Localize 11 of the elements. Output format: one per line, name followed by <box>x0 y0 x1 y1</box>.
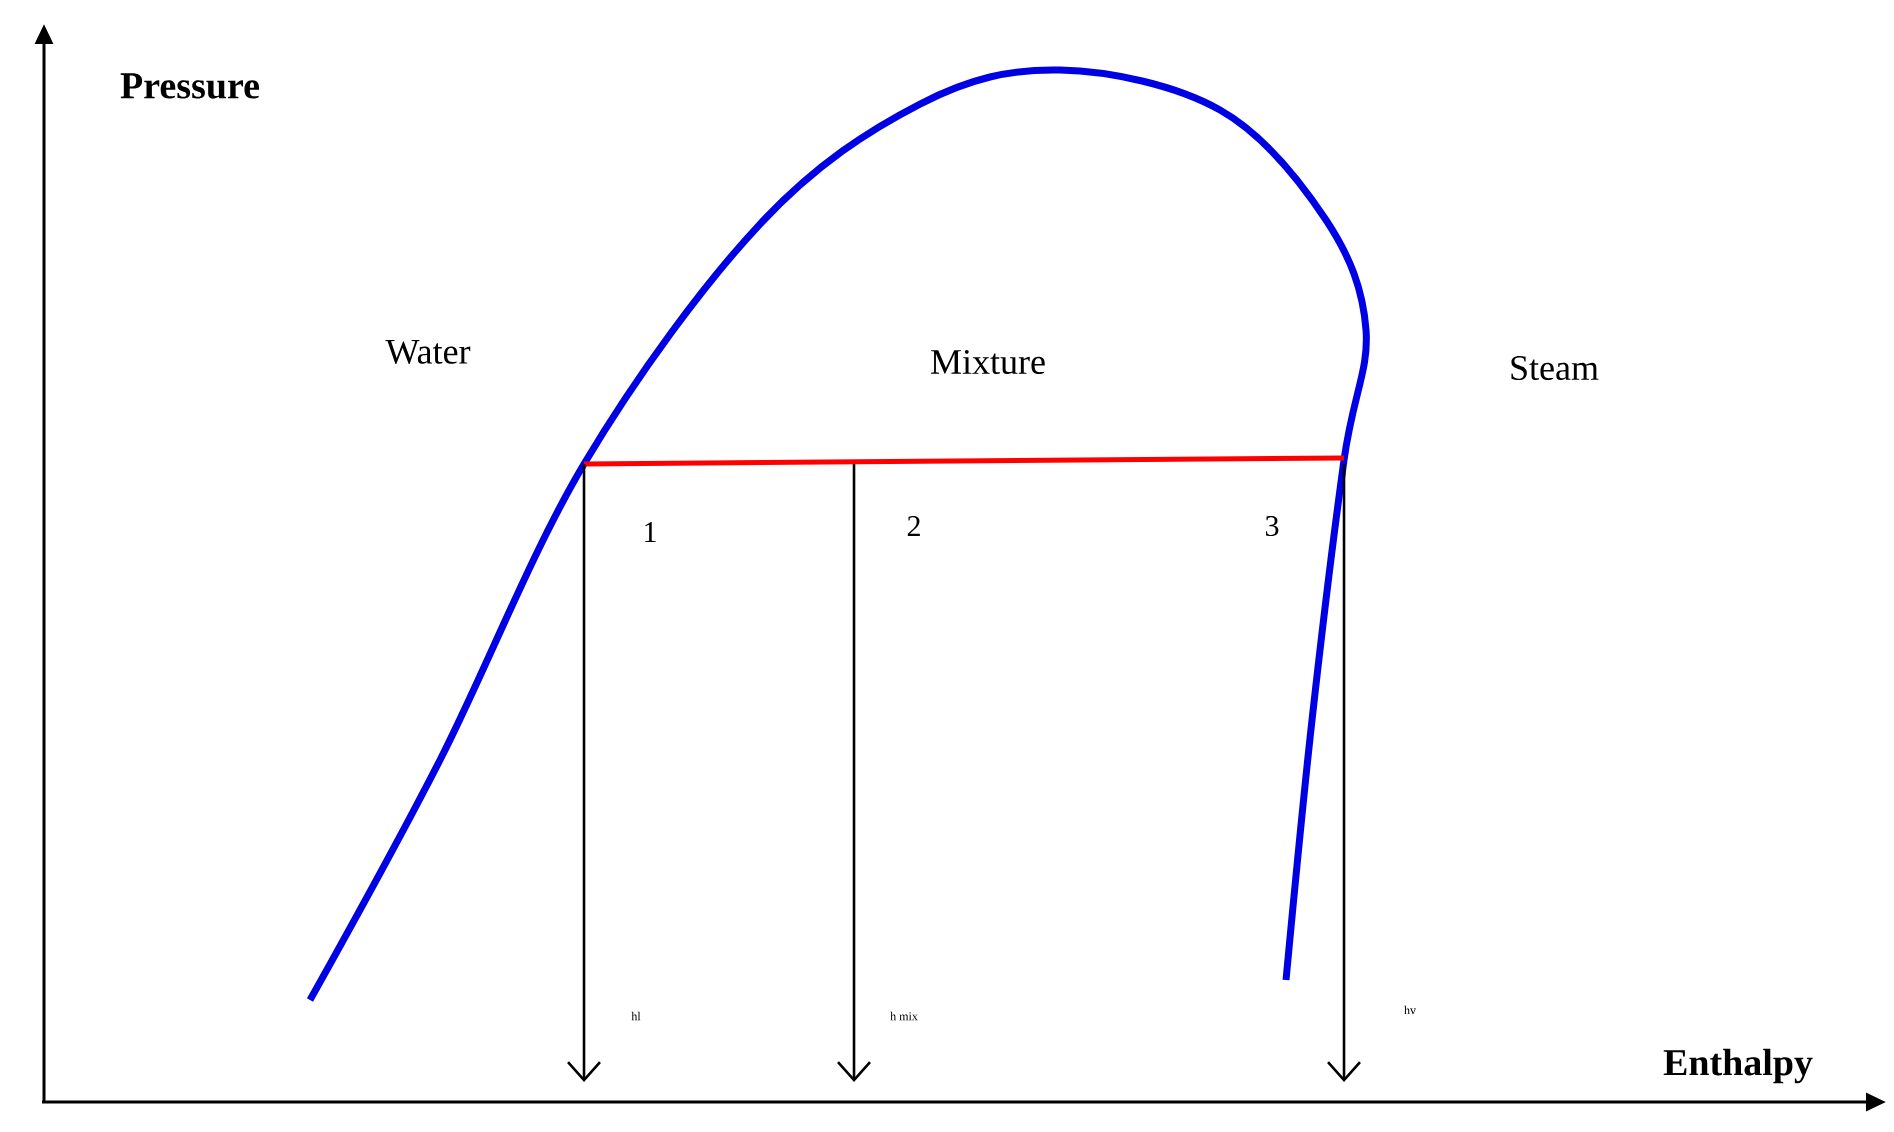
region-label: Steam <box>1511 355 1599 381</box>
point-number: 1 <box>645 522 656 542</box>
arrow <box>837 464 871 1082</box>
point-number: 2 <box>907 516 920 536</box>
point-number: 3 <box>1265 515 1279 537</box>
axis-title: Enthalpy <box>1663 1048 1813 1084</box>
arrow <box>1327 464 1361 1082</box>
region-label: Water <box>385 339 471 365</box>
region-label: Mixture <box>931 349 1045 375</box>
axis-title: Pressure <box>120 73 260 99</box>
arrow <box>567 464 601 1082</box>
